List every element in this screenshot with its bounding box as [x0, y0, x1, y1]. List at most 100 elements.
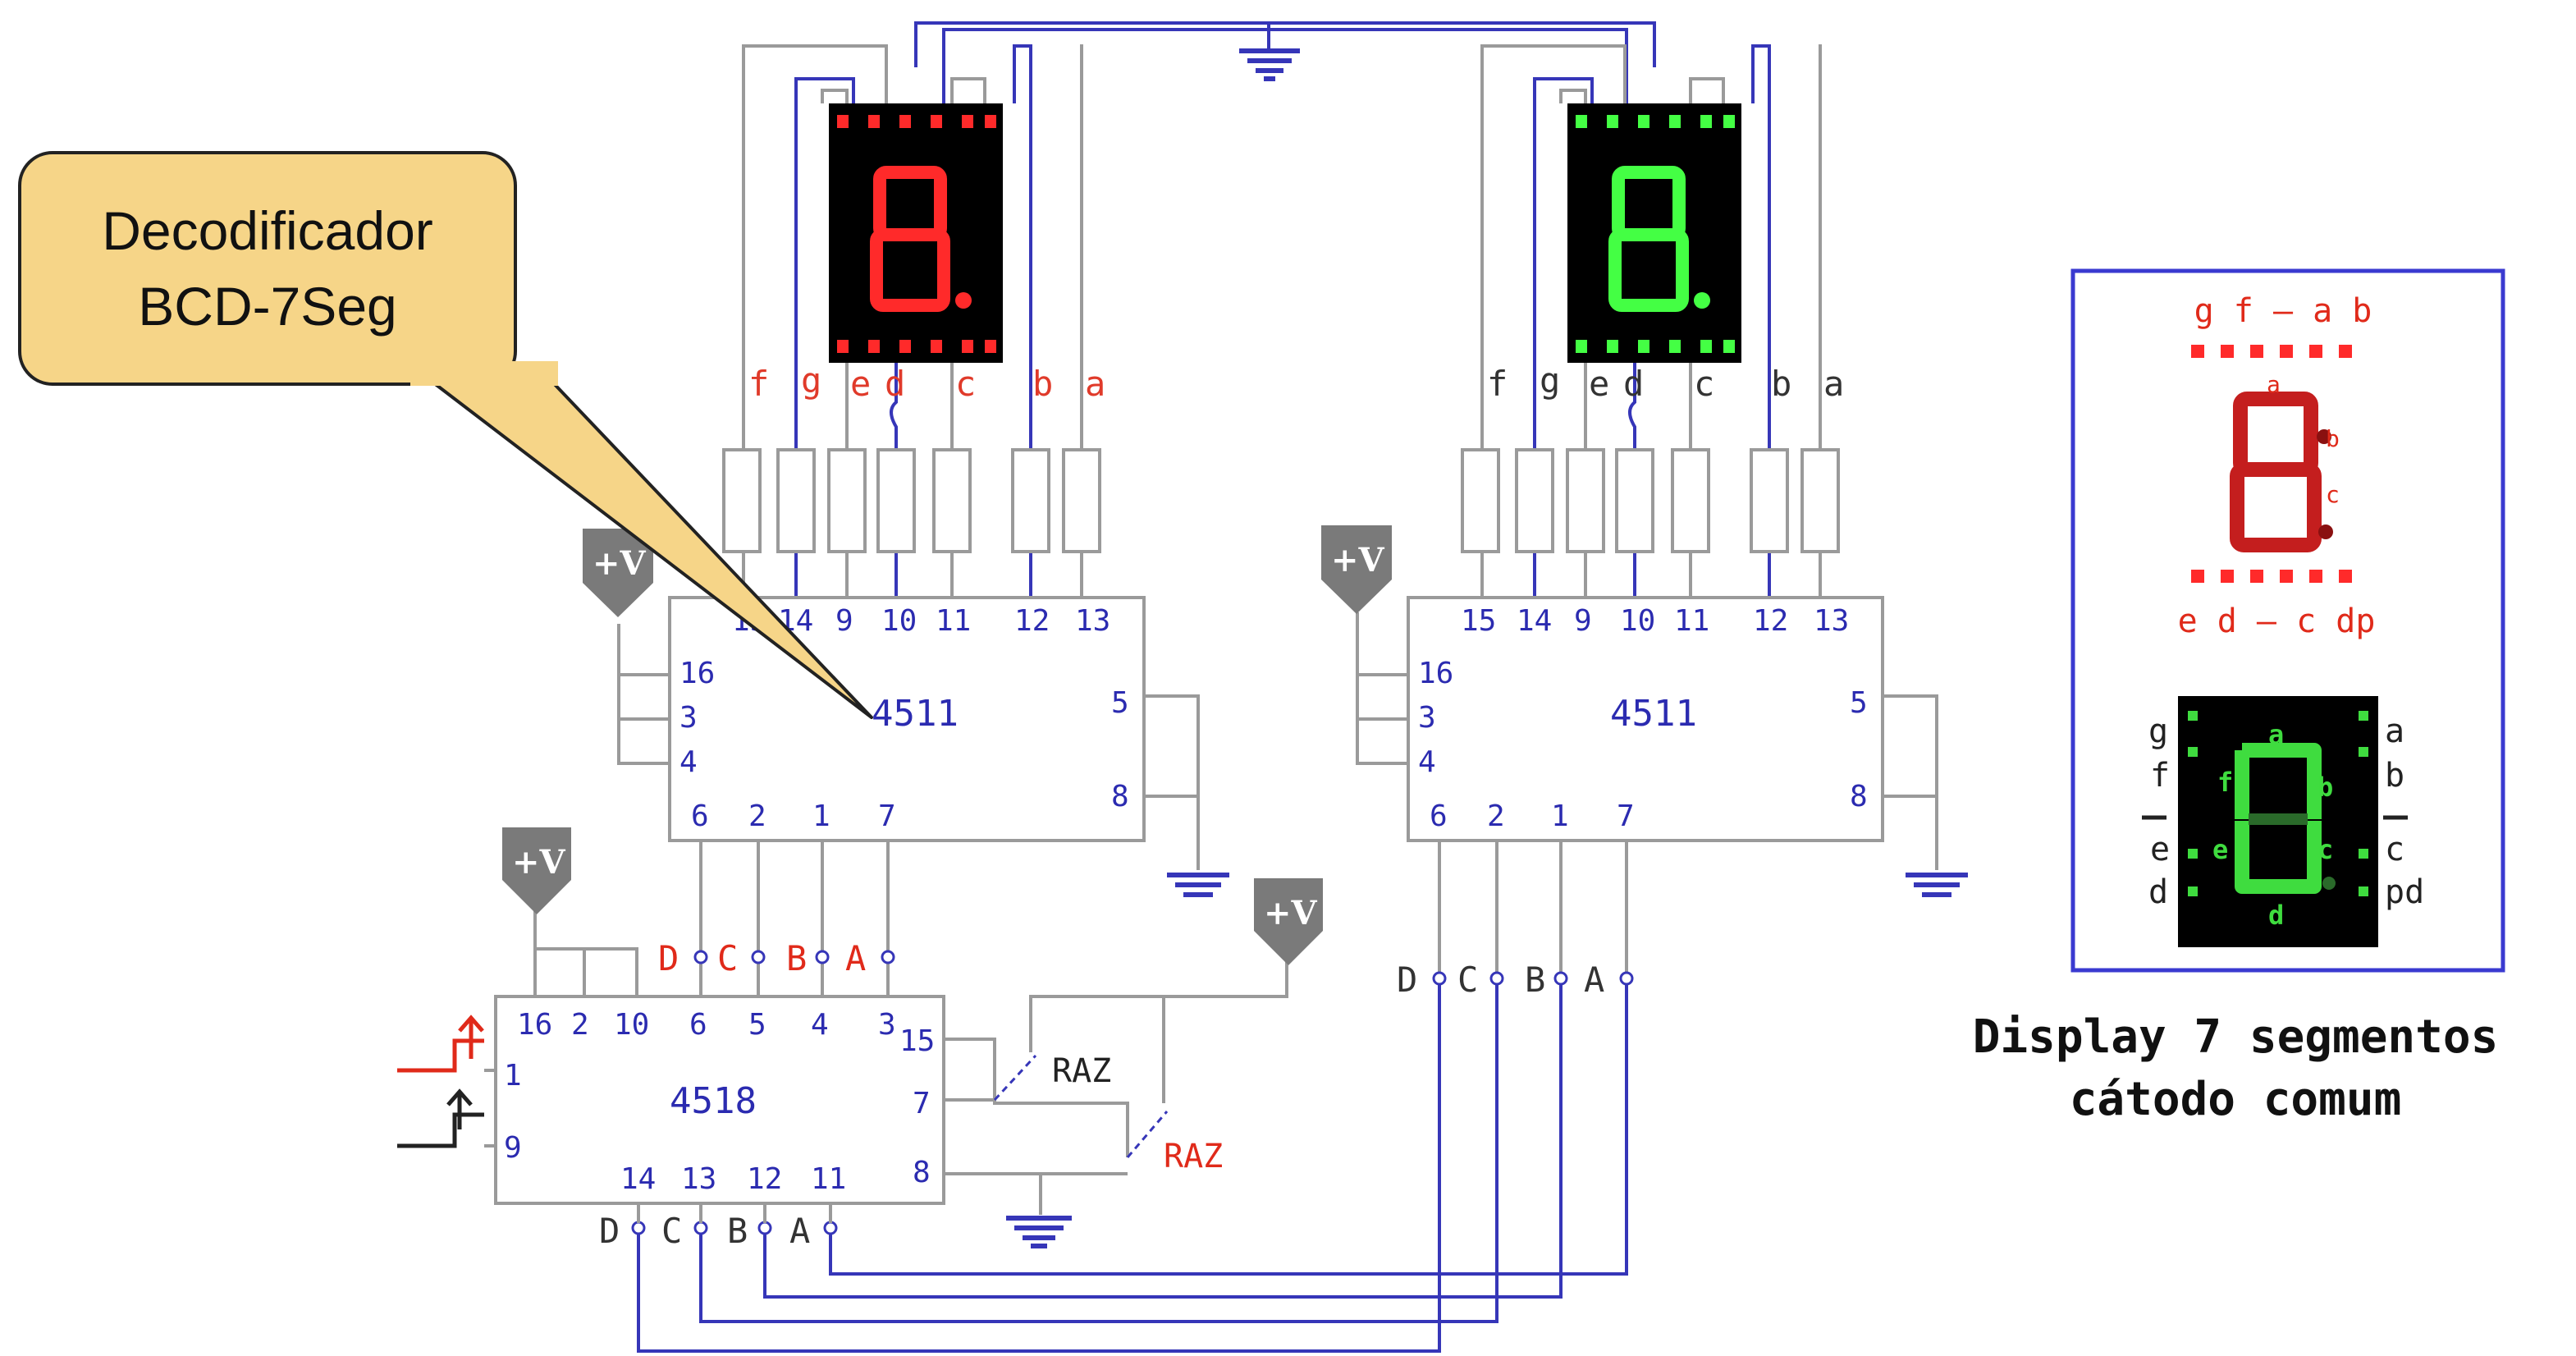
pin-label: 5 [1850, 686, 1868, 720]
raz-label-2: RAZ [1164, 1138, 1223, 1175]
right-bcd-D: D [1397, 960, 1417, 1000]
pin-label: 12 [747, 1162, 782, 1196]
pin-label: 12 [1753, 604, 1788, 638]
pin-label: 11 [811, 1162, 846, 1196]
decoder-callout: Decodificador BCD-7Seg [18, 151, 873, 719]
power-supply-counter: +V [502, 827, 571, 914]
right-seg-e: e [1589, 364, 1609, 404]
pin-label: 2 [748, 799, 766, 833]
right-seg-b: b [1771, 364, 1791, 404]
left-bcd-C: C [717, 938, 738, 978]
ground-left-decoder [1167, 873, 1229, 897]
green-seven-segment-display [1567, 103, 1741, 363]
legend-red-top-pins: g f – a b [2194, 292, 2372, 330]
legend-pin-b: b [2385, 757, 2404, 795]
decoder-right-chip-label: 4511 [1610, 693, 1697, 735]
raz-label-1: RAZ [1052, 1052, 1111, 1090]
pin-label: 5 [748, 1008, 766, 1042]
left-seg-c: c [955, 364, 976, 404]
legend-red-seg-b: b [2326, 425, 2340, 452]
legend-pin-e: e [2150, 831, 2170, 868]
left-resistors [722, 448, 1101, 553]
pin-label: 6 [1430, 799, 1448, 833]
pin-label: 4 [1418, 745, 1436, 779]
pin-label: 16 [1418, 657, 1453, 690]
counter-out-C: C [661, 1211, 682, 1251]
legend-green-seg-b: b [2317, 772, 2333, 803]
ground-counter [1006, 1216, 1072, 1248]
right-seg-d: d [1623, 364, 1644, 404]
pin-label: 1 [504, 1059, 522, 1093]
left-seg-b: b [1032, 364, 1053, 404]
decoder-4511-left: 4511 15 14 9 10 11 12 13 16 3 4 5 8 6 2 … [668, 596, 1146, 842]
pin-label: 2 [1487, 799, 1505, 833]
pin-label: 3 [878, 1008, 896, 1042]
pin-label: 6 [689, 1008, 707, 1042]
pin-label: 16 [517, 1008, 552, 1042]
left-seg-f: f [748, 364, 769, 404]
right-resistors [1461, 448, 1840, 553]
pin-label: 5 [1111, 686, 1129, 720]
pin-label: 15 [899, 1024, 935, 1058]
power-label: +V [1331, 541, 1385, 580]
legend-pin-c: c [2385, 831, 2404, 868]
power-supply-raz: +V [1254, 878, 1323, 965]
power-supply-left-decoder: +V [583, 529, 653, 617]
clock-input-black [397, 1088, 496, 1148]
legend-green-display: a b c d e f [2178, 696, 2378, 947]
left-seg-a: a [1085, 364, 1105, 404]
left-bcd-wiring: D C B A [658, 841, 895, 996]
legend-green-seg-a: a [2268, 719, 2284, 750]
left-bcd-B: B [786, 938, 807, 978]
legend-green-seg-c: c [2317, 834, 2333, 865]
right-seg-g: g [1540, 360, 1560, 401]
legend-red-bottom-pins: e d – c dp [2178, 602, 2376, 640]
counter-out-D: D [599, 1211, 620, 1251]
pin-label: 9 [835, 604, 853, 638]
right-segment-labels: f g e d c b a [1487, 360, 1844, 404]
pin-label: 2 [571, 1008, 589, 1042]
legend-pin-pd: pd [2385, 873, 2424, 911]
pin-label: 10 [614, 1008, 649, 1042]
pin-label: 8 [1111, 780, 1129, 813]
right-bcd-B: B [1525, 960, 1545, 1000]
pin-label: 3 [1418, 701, 1436, 735]
legend-green-seg-d: d [2268, 900, 2284, 931]
left-display-section: f g e d c b a 4511 15 14 9 10 11 12 13 1… [583, 44, 1229, 897]
legend-green-seg-e: e [2212, 834, 2228, 865]
caption-line2: cátodo comum [2070, 1073, 2402, 1126]
pin-label: 14 [620, 1162, 656, 1196]
pin-label: 7 [913, 1087, 931, 1120]
left-seg-e: e [850, 364, 871, 404]
pin-label: 10 [881, 604, 917, 638]
left-bcd-D: D [658, 938, 679, 978]
pin-label: 6 [691, 799, 709, 833]
pin-label: 10 [1620, 604, 1655, 638]
pin-label: 13 [681, 1162, 716, 1196]
callout-line2: BCD-7Seg [138, 276, 396, 337]
pin-label: 13 [1814, 604, 1849, 638]
legend-red-top-dots [2191, 345, 2352, 358]
display-legend: g f – a b a b c e d – c dp [2070, 268, 2505, 973]
right-seg-c: c [1694, 364, 1714, 404]
legend-pin-f: f [2150, 757, 2170, 795]
pin-label: 12 [1014, 604, 1050, 638]
pin-label: 1 [812, 799, 830, 833]
red-seven-segment-display [829, 103, 1003, 363]
power-label: +V [1264, 894, 1318, 932]
left-seg-d: d [885, 364, 905, 404]
pin-label: 4 [811, 1008, 829, 1042]
power-label: +V [593, 544, 647, 583]
pin-label: 16 [679, 657, 715, 690]
top-ground-symbol [1239, 48, 1300, 81]
left-seg-g: g [801, 360, 821, 401]
counter-out-B: B [727, 1211, 748, 1251]
pin-label: 3 [679, 701, 698, 735]
pin-label: 7 [878, 799, 896, 833]
decoder-4511-right: 4511 15 14 9 10 11 12 13 16 3 4 5 8 6 2 … [1407, 596, 1884, 842]
pin-label: 4 [679, 745, 698, 779]
left-segment-labels: f g e d c b a [748, 360, 1105, 404]
right-bcd-C: C [1457, 960, 1478, 1000]
legend-red-bottom-dots [2191, 570, 2352, 583]
